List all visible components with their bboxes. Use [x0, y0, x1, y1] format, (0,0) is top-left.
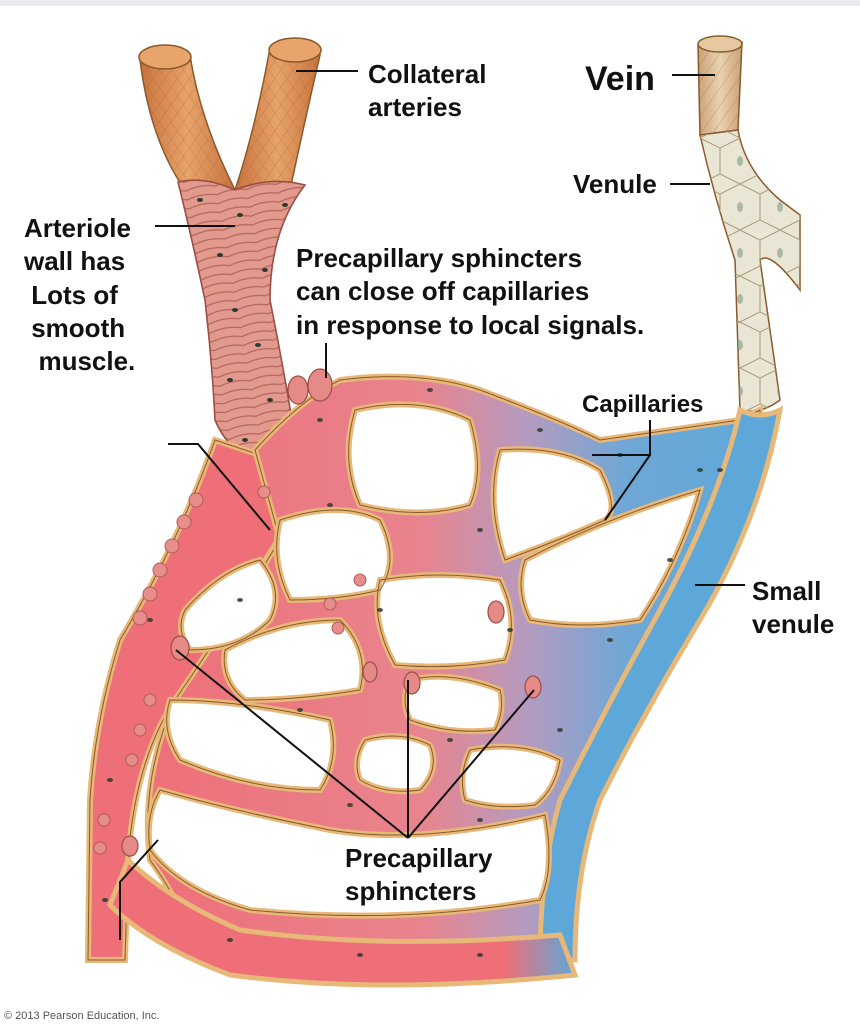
copyright-notice: © 2013 Pearson Education, Inc.	[4, 1010, 160, 1022]
capillary-bed	[102, 373, 784, 988]
vein-illustration	[697, 35, 743, 136]
top-bar	[0, 0, 860, 6]
arteriole-label: Arteriole wall has Lots of smooth muscle…	[24, 213, 136, 377]
capillaries-label: Capillaries	[582, 391, 704, 418]
venule-label: Venule	[573, 169, 657, 199]
precap-sphincters-label: Precapillary sphincters	[345, 843, 493, 907]
arteriole-trunk-leader-bottom	[119, 839, 159, 940]
collateral-arteries-illustration	[138, 37, 322, 191]
precapillary-sphincters-illustration	[121, 368, 542, 857]
small-venule-label: Small venule	[752, 576, 835, 640]
precap-note-label: Precapillary sphincters can close off ca…	[296, 243, 645, 340]
muscle-beads	[93, 485, 367, 855]
leader-lines	[119, 70, 745, 940]
arteriole-trunk-leader-top	[168, 443, 271, 531]
capillaries-leader	[592, 420, 651, 521]
venule-illustration	[699, 129, 801, 412]
collateral-arteries-label: Collateral arteries	[368, 59, 487, 123]
vein-label: Vein	[585, 60, 655, 98]
precap-sphincters-leader	[175, 649, 535, 839]
